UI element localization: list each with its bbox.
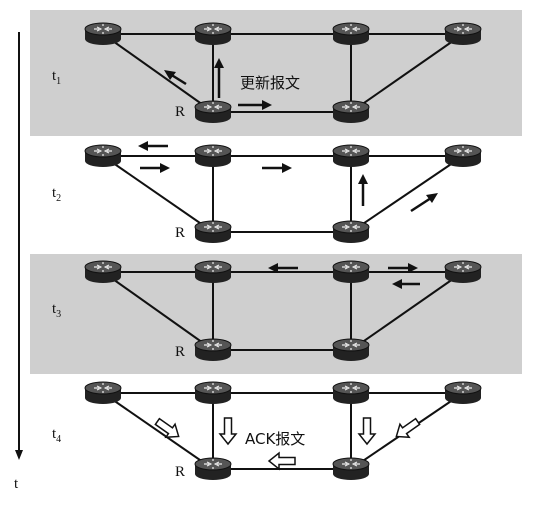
router-icon [194, 22, 232, 46]
time-label-t4: t4 [52, 426, 61, 445]
panel-t1-update-arrows [164, 58, 272, 110]
router-icon [444, 144, 482, 168]
panel-t4-ack-arrows [154, 417, 421, 471]
panel-t2-update-arrows [138, 141, 438, 213]
router-icon [332, 144, 370, 168]
time-axis-label: t [14, 476, 19, 492]
panel-t3-update-arrows [268, 263, 420, 289]
time-label-t2: t2 [52, 185, 61, 204]
router-icon [84, 22, 122, 46]
router-icon [444, 260, 482, 284]
ack-message-label: ACK报文 [245, 430, 305, 448]
router-r-icon [194, 457, 232, 481]
time-label-t1: t1 [52, 68, 61, 87]
router-r-label-t1: R [175, 104, 185, 120]
router-r-label-t3: R [175, 344, 185, 360]
router-icon [332, 260, 370, 284]
panel-t3-links [102, 271, 464, 351]
router-r-icon [194, 338, 232, 362]
router-icon [84, 381, 122, 405]
router-icon [84, 260, 122, 284]
router-icon [332, 100, 370, 124]
router-icon [194, 260, 232, 284]
router-icon [332, 22, 370, 46]
time-axis-arrowhead [15, 450, 23, 460]
router-icon [332, 457, 370, 481]
router-r-icon [194, 220, 232, 244]
router-r-label-t2: R [175, 225, 185, 241]
time-label-t3: t3 [52, 301, 61, 320]
panel-t2-links [102, 155, 464, 233]
update-message-label: 更新报文 [240, 74, 300, 92]
panel-t2-routers [84, 144, 482, 244]
router-icon [84, 144, 122, 168]
router-icon [444, 22, 482, 46]
panel-t4-links [102, 392, 464, 470]
router-icon [194, 144, 232, 168]
router-icon [444, 381, 482, 405]
router-r-icon [194, 100, 232, 124]
panel-t1-links [102, 33, 464, 113]
router-icon [194, 381, 232, 405]
router-icon [332, 338, 370, 362]
router-icon [332, 220, 370, 244]
router-r-label-t4: R [175, 464, 185, 480]
router-icon [332, 381, 370, 405]
